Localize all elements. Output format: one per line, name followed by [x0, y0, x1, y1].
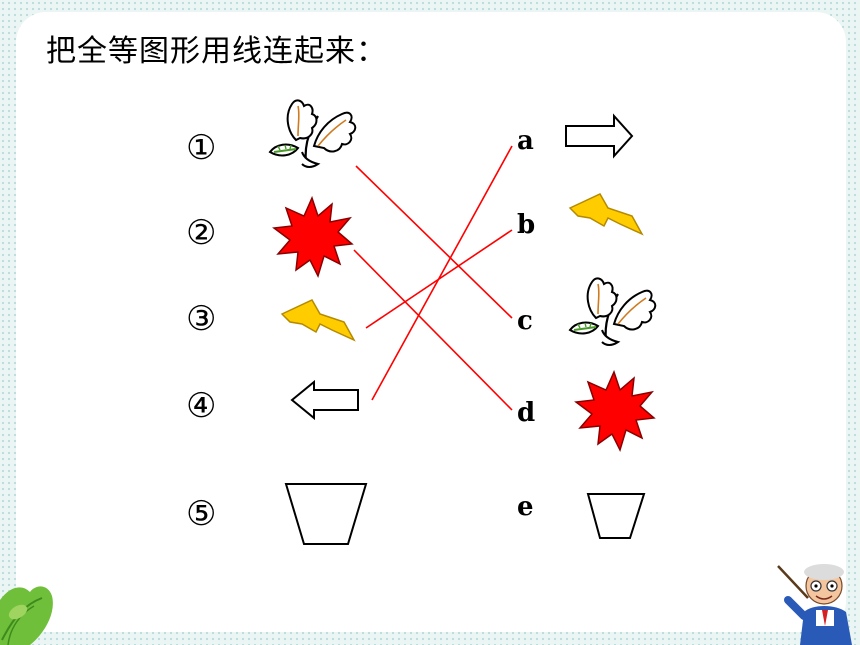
connection-line-4-a — [371, 145, 513, 401]
trapezoid-icon — [586, 493, 646, 539]
lightning-bolt-icon — [281, 299, 355, 341]
green-leaves-icon — [0, 586, 53, 645]
connection-line-1-c — [355, 165, 513, 319]
red-burst-icon — [273, 197, 353, 277]
arrow-right-icon — [565, 113, 634, 159]
right-label-e: e — [517, 492, 534, 522]
leaf-sprig-icon — [568, 277, 657, 347]
leaf-sprig-icon — [268, 99, 357, 169]
left-label-3: ③ — [186, 299, 217, 339]
connection-line-2-d — [353, 249, 513, 411]
left-label-2: ② — [186, 213, 217, 253]
right-label-c: c — [517, 306, 533, 336]
red-burst-icon — [575, 371, 655, 451]
left-label-4: ④ — [186, 386, 217, 426]
cartoon-teacher-icon — [777, 564, 852, 645]
right-label-b: b — [517, 210, 536, 240]
lightning-bolt-icon — [569, 193, 643, 235]
page-title: 把全等图形用线连起来： — [46, 34, 387, 69]
left-label-1: ① — [186, 128, 217, 168]
trapezoid-icon — [284, 483, 368, 545]
arrow-left-icon — [290, 379, 359, 421]
left-label-5: ⑤ — [186, 494, 217, 534]
right-label-a: a — [517, 126, 534, 156]
right-label-d: d — [517, 398, 536, 428]
